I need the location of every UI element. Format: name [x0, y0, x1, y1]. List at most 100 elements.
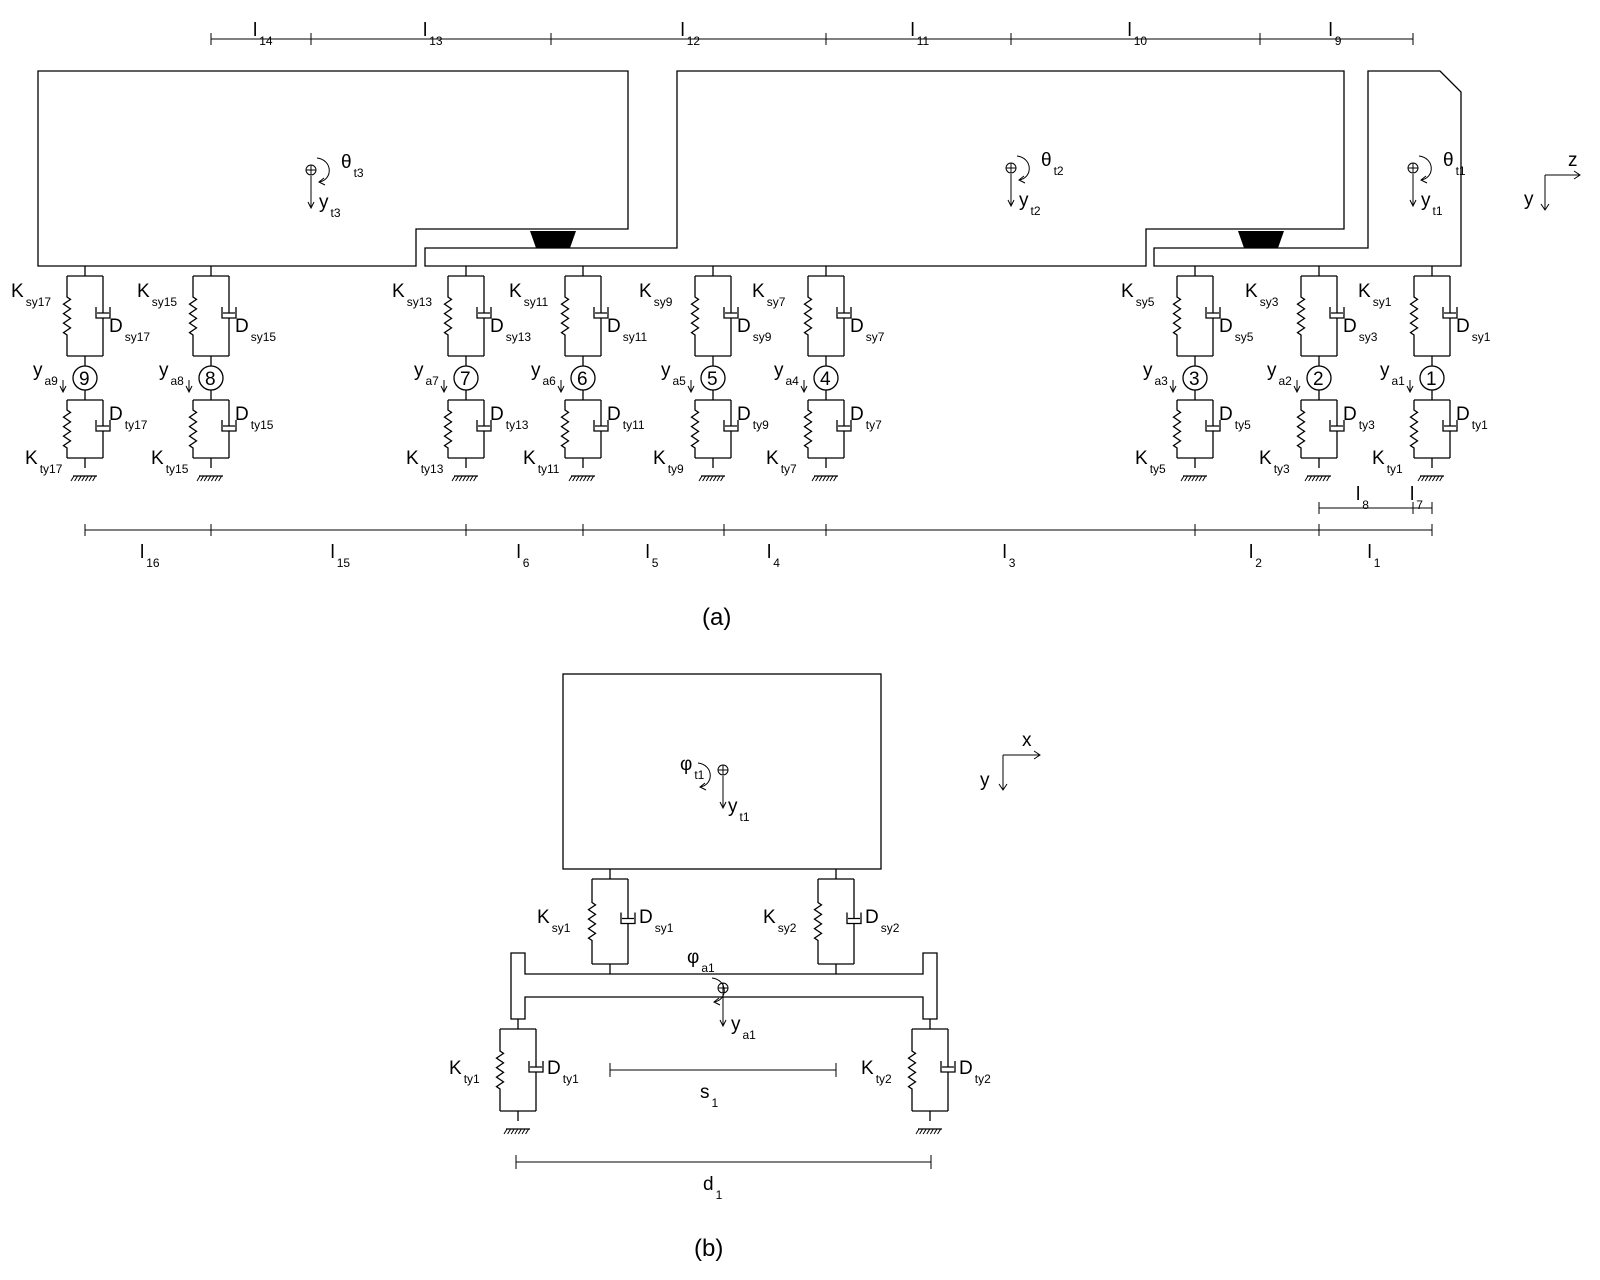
rotation-arrow [316, 157, 330, 183]
ground-symbol [196, 475, 223, 482]
hatch [825, 475, 830, 482]
hatch [1194, 475, 1199, 482]
hatch [514, 1128, 519, 1135]
ground-symbol [698, 475, 725, 482]
spring [1296, 276, 1306, 356]
spring [1172, 400, 1182, 458]
hatch [1322, 475, 1327, 482]
damper [723, 276, 739, 356]
hatch [1421, 475, 1426, 482]
hatch [473, 475, 478, 482]
ground-symbol [568, 475, 595, 482]
damper [221, 400, 237, 458]
hatch [465, 475, 470, 482]
rear-car-body [37, 70, 629, 267]
ground-symbol [451, 475, 478, 482]
spring [62, 276, 72, 356]
hatch [218, 475, 223, 482]
damper [723, 400, 739, 458]
hatch [590, 475, 595, 482]
spring [1172, 276, 1182, 356]
spring [690, 276, 700, 356]
spring [1409, 276, 1419, 356]
spring [813, 879, 823, 964]
hatch [84, 475, 89, 482]
damper [476, 276, 492, 356]
hatch [1435, 475, 1440, 482]
hatch [919, 1128, 924, 1135]
rotation-arrow [1418, 155, 1432, 181]
hatch [1318, 475, 1323, 482]
hatch [915, 1128, 920, 1135]
secondary-suspension [62, 266, 111, 366]
tyre-suspension [443, 390, 492, 468]
axis-head [1540, 203, 1550, 211]
rotation-arrow-head [699, 782, 707, 791]
hatch [811, 475, 816, 482]
arrow-head [719, 1019, 727, 1028]
spring [495, 1029, 505, 1111]
arrow-head [59, 385, 67, 394]
secondary-suspension [803, 266, 852, 366]
spring [1296, 400, 1306, 458]
hatch [521, 1128, 526, 1135]
hatch [937, 1128, 942, 1135]
hatch [1424, 475, 1429, 482]
hatch [1198, 475, 1203, 482]
tyre-suspension [188, 390, 237, 468]
hatch [451, 475, 456, 482]
ground-symbol [811, 475, 838, 482]
hatch [74, 475, 79, 482]
axle-beam [510, 952, 938, 1020]
ground-symbol [1417, 475, 1444, 482]
hatch [503, 1128, 508, 1135]
axle-number: 7 [460, 369, 471, 390]
hatch [698, 475, 703, 482]
axle-number: 3 [1189, 369, 1200, 390]
tyre-suspension [803, 390, 852, 468]
hatch [196, 475, 201, 482]
arrow-head [687, 385, 695, 394]
rotation-arrow [1016, 155, 1030, 181]
damper [620, 879, 636, 964]
middle-car-body [424, 70, 1345, 267]
hatch [716, 475, 721, 482]
axle-number: 8 [205, 369, 216, 390]
spring [803, 276, 813, 356]
front-car-body [1153, 70, 1462, 267]
damper [1205, 400, 1221, 458]
